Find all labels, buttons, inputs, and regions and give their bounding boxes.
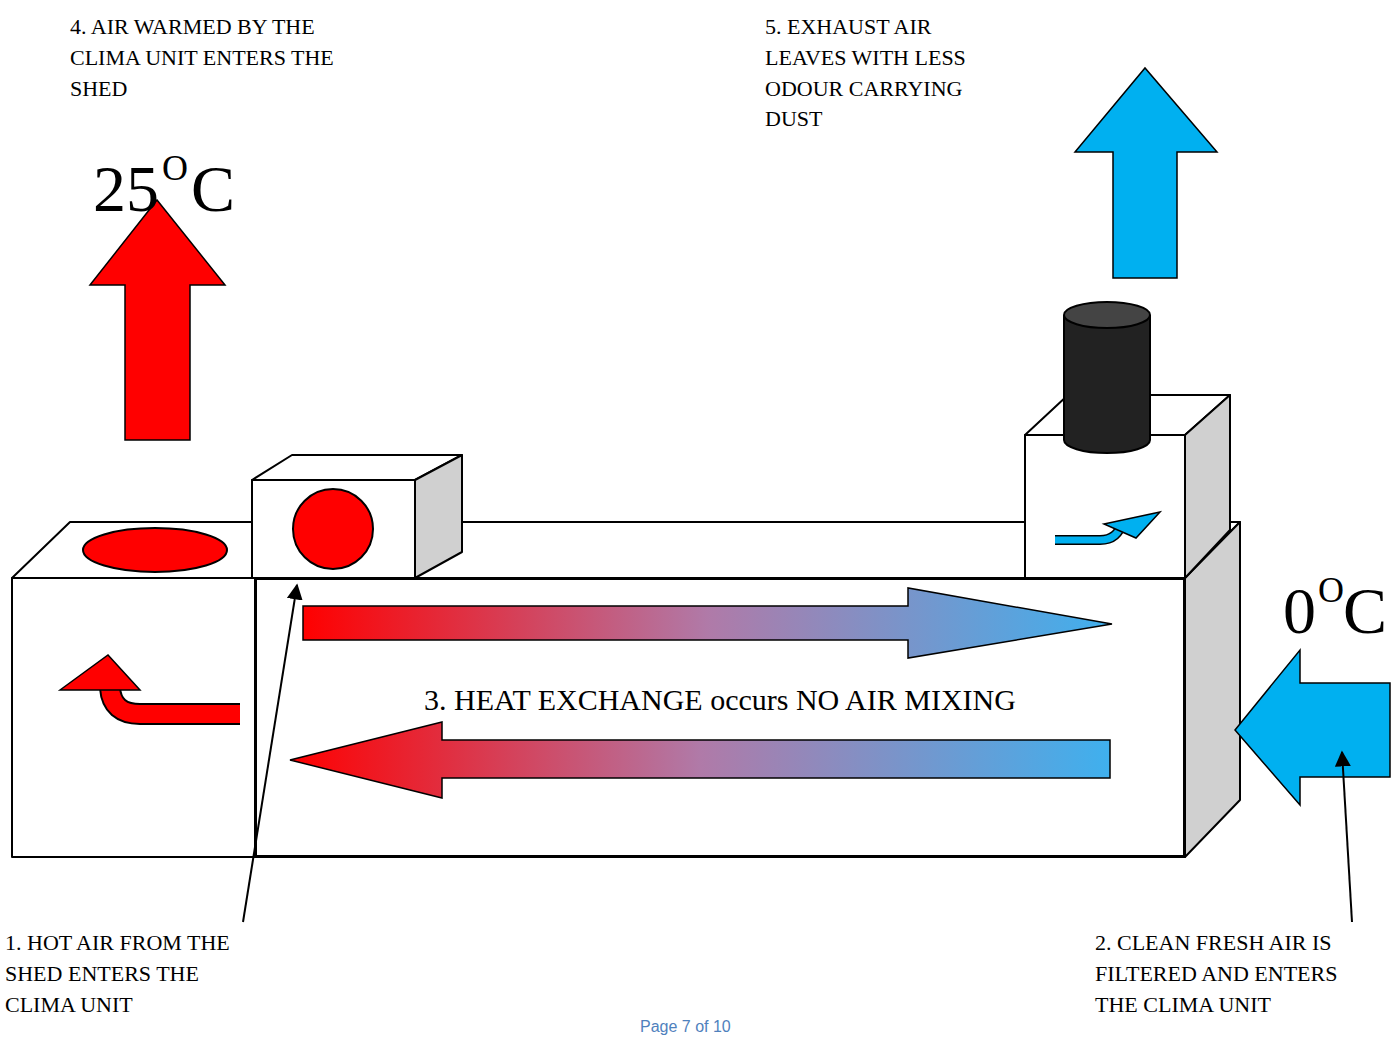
exhaust-flow-arrow (1055, 512, 1160, 540)
degree-mark: O (1318, 572, 1344, 608)
warm-air-up-arrow (90, 200, 225, 440)
fresh-air-in-arrow (1235, 650, 1390, 805)
callout-text: 1. HOT AIR FROM THE SHED ENTERS THE CLIM… (5, 928, 255, 1020)
warm-air-outlet (83, 528, 227, 572)
heat-exchanger-box: 3. HEAT EXCHANGE occurs NO AIR MIXING (255, 578, 1185, 857)
exhaust-path-arrow (303, 588, 1112, 658)
box-text: 3. HEAT EXCHANGE occurs NO AIR MIXING (257, 683, 1183, 718)
degree-mark: O (162, 150, 188, 186)
temperature-unit: C (191, 156, 235, 222)
exhaust-fan-cylinder (1064, 302, 1150, 453)
callout-text: 4. AIR WARMED BY THE CLIMA UNIT ENTERS T… (70, 12, 350, 104)
leader-line (243, 585, 297, 922)
page-number: Page 7 of 10 (640, 1018, 731, 1036)
temperature-unit: C (1343, 578, 1387, 644)
callout-text: 2. CLEAN FRESH AIR IS FILTERED AND ENTER… (1095, 928, 1340, 1020)
shed-air-inlet-box (252, 455, 462, 578)
temperature-value: 25 (93, 156, 159, 222)
fresh-air-path-arrow (290, 722, 1110, 798)
callout-text: 5. EXHAUST AIR LEAVES WITH LESS ODOUR CA… (765, 12, 983, 135)
exhaust-up-arrow (1075, 68, 1217, 278)
leader-line (1342, 752, 1352, 922)
warm-flow-arrow (60, 655, 240, 714)
temperature-value: 0 (1283, 578, 1316, 644)
